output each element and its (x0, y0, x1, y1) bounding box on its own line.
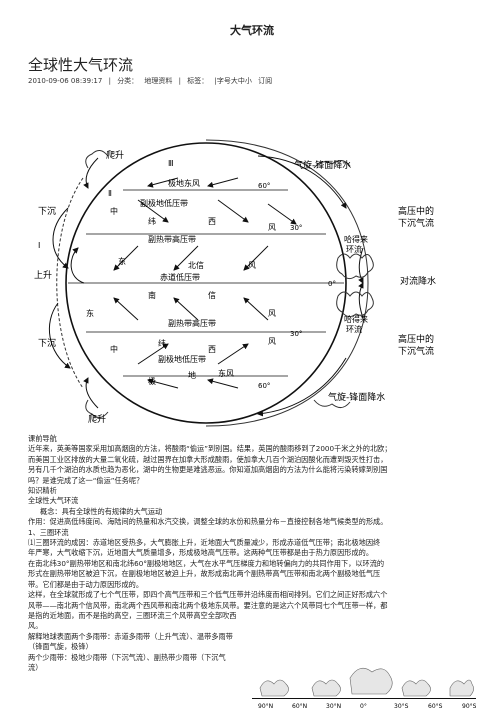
westerly-s-b: 西 (208, 345, 216, 354)
trade-n-b: 北信 (188, 260, 204, 270)
top-title: 大气环流 (230, 24, 274, 37)
subtropical-high-s-label: 副热带高压带 (168, 318, 216, 328)
atmosphere-shell (205, 139, 369, 427)
deg-eq: 0° (328, 280, 336, 288)
body-line: 是指的近地面，而不是指的高空，三圈环流三个风带高空全部吹西 (28, 610, 237, 620)
trade-n-a: 东 (118, 256, 126, 266)
category-link[interactable]: 地理资料 (144, 77, 173, 85)
cell-1-label: Ⅰ (38, 241, 40, 250)
subscribe-link[interactable]: 订阅 (258, 77, 273, 85)
body-line: 课前导航 (28, 434, 57, 443)
polar-east-label: 极地东风 (168, 178, 200, 188)
deg-s60: 60° (258, 382, 270, 390)
trade-n-c: 风 (248, 261, 256, 270)
body-line: 知识精析 (28, 486, 57, 496)
body-line: 风带——南北两个信风带，南北两个西风带和南北两个极地东风带。要注意的是这六个风带… (28, 600, 388, 610)
body-text: 课前导航 近年来，英美等国家采用加高烟囱的方法，将酸雨“偷运”到别国。结果，英国… (28, 434, 476, 673)
convection-label: 对流降水 (400, 275, 436, 287)
body-line: 近年来，英美等国家采用加高烟囱的方法，将酸雨“偷运”到别国。结果，英国的酸雨移到… (28, 444, 392, 454)
westerly-n-b: 西 (208, 217, 216, 226)
mini-lat-label: 60°S (428, 703, 443, 710)
high-sink-bottom-b: 下沉气流 (398, 345, 434, 357)
mid-s-label: 中 (110, 344, 118, 354)
up-label: 上升 (34, 270, 52, 281)
mini-lat-label: 30°N (326, 703, 341, 710)
mini-lat-label: 0° (360, 703, 367, 710)
body-line: 1、三圈环流 (28, 527, 69, 537)
body-line: ⑴三圈环流的成因：赤道地区受热多，大气膨胀上升，近地面大气质量减少，形成赤道低气… (28, 538, 381, 548)
tags-label: 标签： (187, 77, 209, 85)
deg-n30: 30° (290, 224, 302, 232)
body-line: （锋面气旋，极锋） (28, 642, 93, 652)
mid-n-label: 中 (110, 206, 118, 216)
high-sink-bottom-a: 高压中的 (398, 333, 434, 345)
dry-calm-bottom-b: 环流 (346, 324, 362, 334)
mini-lat-label: 90°N (258, 703, 273, 710)
body-line: 带。它们都是由于动力原因形成的。 (28, 579, 144, 589)
climb-bottom-label: 爬升 (88, 414, 106, 425)
body-line: 作用：促进高低纬度间、海陆间的热量和水汽交换，调整全球的水份和热量分布－直接控制… (28, 517, 388, 527)
subpolar-low-n-label: 副极地低压带 (140, 198, 188, 208)
polar-s-a: 极 (148, 376, 156, 386)
dry-calm-bottom-a: 哈得来 (344, 314, 368, 324)
dry-calm-top-a: 哈得来 (344, 234, 368, 244)
article-date: 2010-09-06 08:39:17 (28, 77, 103, 85)
down-bottom-label: 下沉 (38, 338, 56, 349)
article-title: 全球性大气环流 (28, 56, 134, 74)
trade-s-d: 风 (268, 309, 276, 318)
trade-s-a: 东 (86, 308, 94, 318)
body-line: 概念：具有全球性的有规律的大气运动 (40, 506, 163, 516)
down-top-label: 下沉 (38, 206, 56, 217)
body-line: 两个少雨带：极地少雨带（下沉气流）、副热带少雨带（下沉气 (28, 652, 226, 662)
polar-s-b: 地 (188, 370, 196, 380)
body-line: 全球性大气环流 (28, 496, 79, 506)
cyclone-front-bottom: 气旋-锋面降水 (328, 391, 385, 403)
trade-s-b: 南 (148, 290, 156, 300)
high-sink-top-a: 高压中的 (398, 205, 434, 217)
body-line: 年严寒，大气收缩下沉，近地面大气质量增多，形成极地高气压带。这两种气压带都是由于… (28, 548, 374, 558)
cloud-band-diagram: 90°N 60°N 30°N 0° 30°S 60°S 90°S (252, 667, 476, 710)
earth-circle (65, 142, 347, 424)
article-meta: 2010-09-06 08:39:17 | 分类： 地理资料 | 标签： |字号… (28, 77, 273, 85)
mini-lat-label: 30°S (394, 703, 409, 710)
polar-s-c: 东风 (218, 368, 234, 378)
westerly-s-a: 纬 (158, 338, 166, 348)
equator-low-label: 赤道低压带 (160, 272, 200, 282)
cell-2-label: Ⅱ (108, 189, 112, 198)
circulation-diagram: 爬升 Ⅲ Ⅱ 下沉 Ⅰ 上升 下沉 爬升 极地东风 副极地低压带 中 纬 西 风… (34, 139, 436, 427)
climb-top-label: 爬升 (106, 150, 124, 161)
body-line: 在南北纬30°副热带地区和南北纬60°副极地地区，大气在水平气压梯度力和地转偏向… (28, 558, 385, 568)
body-line: 吗？是谁完成了这一“偷运”任务呢？ (28, 475, 144, 485)
subtropical-high-n-label: 副热带高压带 (148, 234, 196, 244)
deg-s30: 30° (290, 330, 302, 338)
westerly-n-c: 风 (268, 223, 276, 232)
westerly-s-c: 风 (268, 337, 276, 346)
westerly-n-a: 纬 (148, 216, 156, 226)
trade-s-c: 信 (208, 290, 216, 300)
cyclone-front-top: 气旋-锋面降水 (294, 159, 351, 171)
body-line: 这样，在全球就形成了七个气压带，即四个高气压带和三个低气压带并沿纬度而相间排列。… (28, 590, 388, 600)
dry-calm-top-b: 环流 (346, 244, 362, 254)
mini-lat-label: 60°N (292, 703, 307, 710)
subpolar-low-s-label: 副极地低压带 (158, 354, 206, 364)
body-line: 形式在副热带地区被迫下沉，在副极地地区被迫上升，故形成南北两个副热带高气压带和南… (28, 569, 381, 579)
high-sink-top-b: 下沉气流 (398, 217, 434, 229)
cell-3-label: Ⅲ (168, 159, 174, 168)
body-line: 另有几千个湖泊的水质也趋为恶化，湖中的生物更是难逃恶运。你知道加高烟囱的方法为什… (28, 465, 388, 475)
font-size-control[interactable]: |字号大中小 (214, 77, 252, 85)
body-line: 解释地球表面两个多雨带：赤道多雨带（上升气流）、温带多雨带 (28, 631, 233, 641)
body-line: 流） (28, 662, 43, 672)
body-line: 而美国工业区排放的大量二氧化硫，越过国界在加拿大形成酸雨，使加拿大几百个湖泊因酸… (28, 454, 388, 464)
deg-n60: 60° (258, 182, 270, 190)
mini-lat-label: 90°S (462, 703, 476, 710)
category-label: 分类： (117, 77, 139, 85)
body-line: 风。 (28, 621, 43, 631)
